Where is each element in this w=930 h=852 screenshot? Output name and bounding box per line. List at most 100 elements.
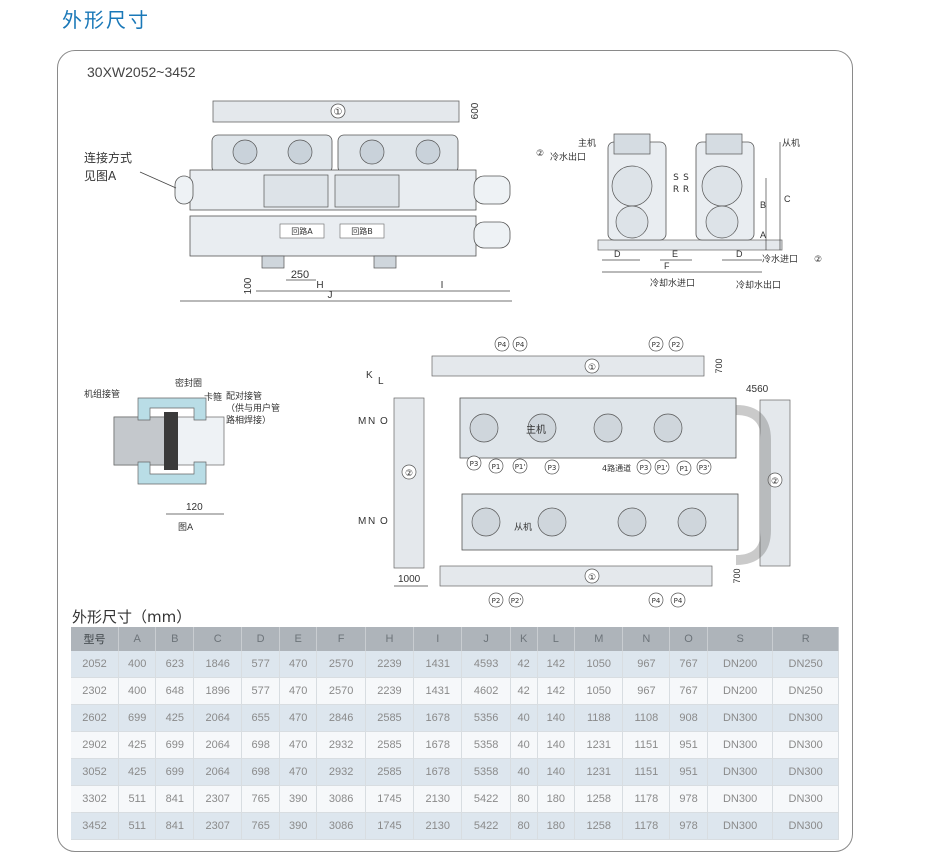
table-cell: 2585	[365, 731, 415, 759]
table-cell: 699	[155, 758, 195, 786]
table-cell: 698	[241, 758, 280, 786]
table-cell: 2570	[316, 651, 366, 678]
table-cell: 470	[279, 677, 318, 705]
table-cell: 2064	[193, 731, 243, 759]
top-dim-M-lower: M	[358, 516, 366, 527]
table-cell: DN300	[707, 704, 774, 732]
table-header-cell: E	[279, 627, 318, 651]
table-cell: 841	[155, 812, 195, 840]
unit-pipe-label: 机组接管	[84, 388, 120, 400]
chilled-water-outlet-label: 冷水出口	[550, 151, 586, 163]
table-cell: 2302	[71, 677, 119, 705]
table-cell: 470	[279, 731, 318, 759]
table-cell: 2932	[316, 731, 366, 759]
top-view: ① 700 ① 700 ② ② 4560 主机 从机 4路通道 K L M N	[358, 336, 791, 608]
table-cell: 2602	[71, 704, 119, 732]
table-cell: DN300	[707, 812, 774, 840]
table-header-cell: O	[669, 627, 708, 651]
table-cell: 765	[241, 785, 280, 813]
table-header-cell: I	[413, 627, 463, 651]
top-dim-O-lower: O	[380, 516, 388, 527]
table-cell: 908	[669, 704, 708, 732]
table-cell: 967	[622, 677, 671, 705]
top-dim-4560: 4560	[746, 384, 769, 395]
side-dim-R1: R	[673, 185, 679, 195]
top-dim-N-lower: N	[368, 516, 375, 527]
tag-p1-mid-right: P1	[680, 465, 689, 473]
tag-p1-mid-left: P1	[492, 463, 501, 471]
circuit-a-label: 回路A	[291, 226, 313, 236]
side-tag2-outlet: ②	[536, 149, 544, 159]
table-cell: DN200	[707, 651, 774, 678]
table-header-cell: K	[510, 627, 538, 651]
table-cell: 2932	[316, 758, 366, 786]
cooling-water-inlet-label: 冷却水进口	[650, 277, 695, 289]
table-cell: DN300	[772, 758, 839, 786]
mating-pipe-line1: 配对接管	[226, 390, 262, 402]
front-dim-100: 100	[243, 277, 254, 294]
table-cell: 1151	[622, 758, 671, 786]
table-cell: 1231	[574, 731, 624, 759]
clamp-label: 卡箍	[204, 391, 222, 403]
side-dim-C: C	[784, 194, 791, 204]
tag-p3-mid-left: P3	[470, 460, 479, 468]
tag-p4-upper-left: P4	[498, 341, 507, 349]
table-cell: 967	[622, 651, 671, 678]
top-dim-700-upper: 700	[714, 358, 724, 373]
table-cell: 425	[118, 731, 157, 759]
table-cell: 180	[537, 785, 576, 813]
tag-p3p-mid-right: P3'	[699, 464, 710, 472]
table-cell: DN300	[772, 785, 839, 813]
table-cell: 140	[537, 704, 576, 732]
top-dim-700-lower: 700	[732, 568, 742, 583]
table-cell: DN250	[772, 651, 839, 678]
table-cell: DN200	[707, 677, 774, 705]
table-cell: 400	[118, 677, 157, 705]
top-dim-1000: 1000	[398, 574, 421, 585]
table-header-cell: F	[316, 627, 366, 651]
tag-p4-lower-left: P4	[652, 597, 661, 605]
front-clearance-dim: 600	[470, 102, 481, 119]
front-clearance-tag: ①	[334, 107, 343, 118]
top-tag2-left: ②	[405, 469, 413, 479]
table-cell: 1258	[574, 812, 624, 840]
table-cell: 140	[537, 758, 576, 786]
side-tag2-inlet: ②	[814, 255, 822, 265]
table-cell: DN300	[772, 731, 839, 759]
side-dim-E: E	[672, 249, 678, 259]
front-dim-H: H	[316, 280, 323, 291]
table-cell: 42	[510, 651, 538, 678]
cooling-water-outlet-label: 冷却水出口	[736, 279, 781, 291]
tag-p2p-lower: P2'	[511, 597, 522, 605]
table-cell: 655	[241, 704, 280, 732]
circuit-b-label: 回路B	[351, 226, 373, 236]
table-cell: 1151	[622, 731, 671, 759]
table-cell: 390	[279, 785, 318, 813]
table-cell: 5422	[461, 785, 511, 813]
top-dim-O-upper: O	[380, 416, 388, 427]
tag-p2-upper-right: P2	[672, 341, 681, 349]
table-cell: 390	[279, 812, 318, 840]
table-cell: 978	[669, 785, 708, 813]
table-header-cell: 型号	[71, 627, 119, 651]
table-header-cell: R	[772, 627, 839, 651]
table-cell: 1745	[365, 812, 415, 840]
tag-p3-mid-right: P3	[640, 464, 649, 472]
table-cell: 142	[537, 677, 576, 705]
table-cell: 623	[155, 651, 195, 678]
side-dim-S1: S	[673, 173, 679, 183]
model-range-label: 30XW2052~3452	[87, 64, 196, 80]
table-cell: 1678	[413, 758, 463, 786]
table-header-cell: M	[574, 627, 624, 651]
table-cell: 1231	[574, 758, 624, 786]
table-header-cell: D	[241, 627, 280, 651]
table-cell: 1896	[193, 677, 243, 705]
table-cell: 951	[669, 731, 708, 759]
table-header-cell: A	[118, 627, 157, 651]
table-cell: 1178	[622, 812, 671, 840]
